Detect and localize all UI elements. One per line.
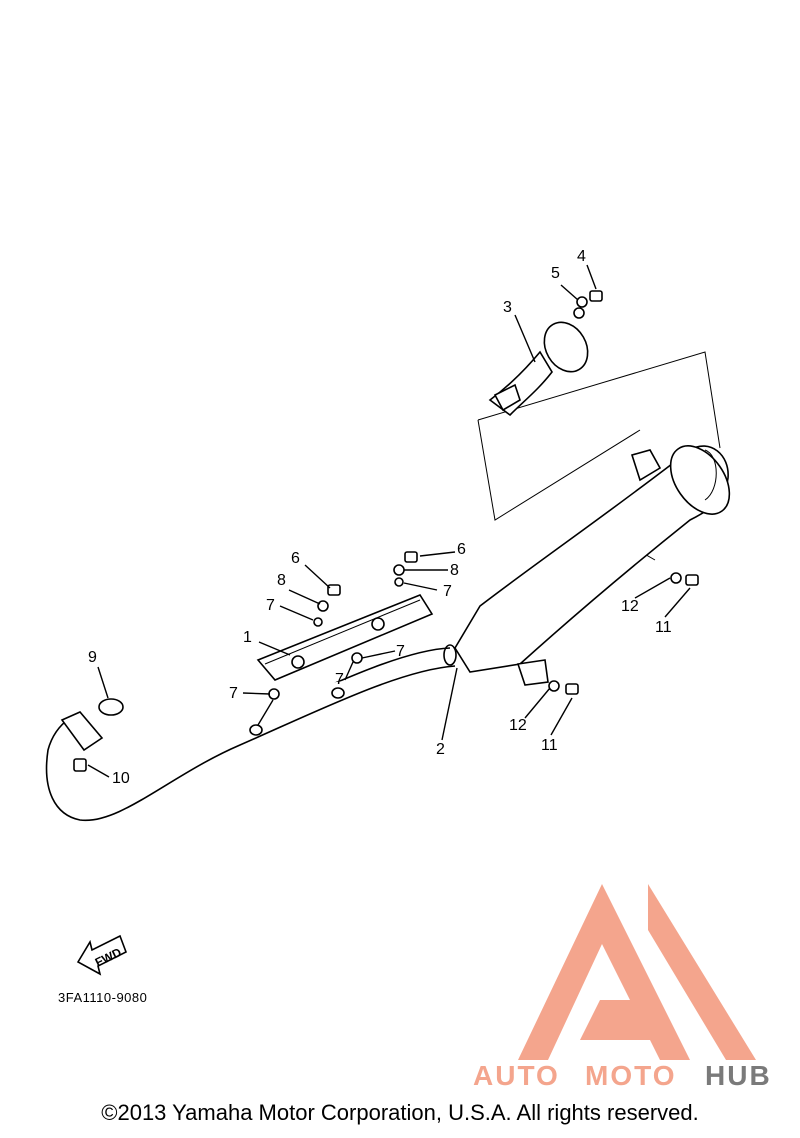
callout-5: 5 [551,265,560,282]
fwd-arrow-icon: FWD [76,934,128,976]
spark-arrester [488,307,589,417]
callout-12-lower: 12 [509,717,527,734]
callout-8-left: 8 [277,572,286,589]
callout-1: 1 [243,629,252,646]
leader-lines [87,264,691,778]
callout-11-upper: 11 [655,619,672,636]
logo-text-moto: MOTO [585,1060,676,1091]
heat-protector [256,594,434,681]
callout-7-d: 7 [229,685,238,702]
callout-3: 3 [503,299,512,316]
callout-7-b: 7 [443,583,452,600]
exhaust-pipe [45,647,456,822]
logo-text-hub: HUB [705,1060,772,1091]
muffler [443,445,731,686]
callout-7-e: 7 [335,671,344,688]
callout-9: 9 [88,649,97,666]
callout-12-upper: 12 [621,598,639,615]
diagram-code: 3FA1110-9080 [58,990,147,1005]
callout-11-lower: 11 [541,737,558,754]
hardware [73,290,699,772]
callout-10: 10 [112,770,130,787]
logo-text-auto: AUTO [473,1060,560,1091]
callouts: 1 2 3 4 5 6 6 7 7 7 7 7 8 8 9 10 11 11 1… [88,248,672,787]
callout-2: 2 [436,741,445,758]
callout-7-c: 7 [396,643,405,660]
automotohub-logo: AUTO MOTO HUB [473,884,772,1091]
callout-8-right: 8 [450,562,459,579]
callout-6-left: 6 [291,550,300,567]
callout-7-a: 7 [266,597,275,614]
copyright-notice: ©2013 Yamaha Motor Corporation, U.S.A. A… [101,1100,699,1125]
callout-4: 4 [577,248,586,265]
callout-6-right: 6 [457,541,466,558]
